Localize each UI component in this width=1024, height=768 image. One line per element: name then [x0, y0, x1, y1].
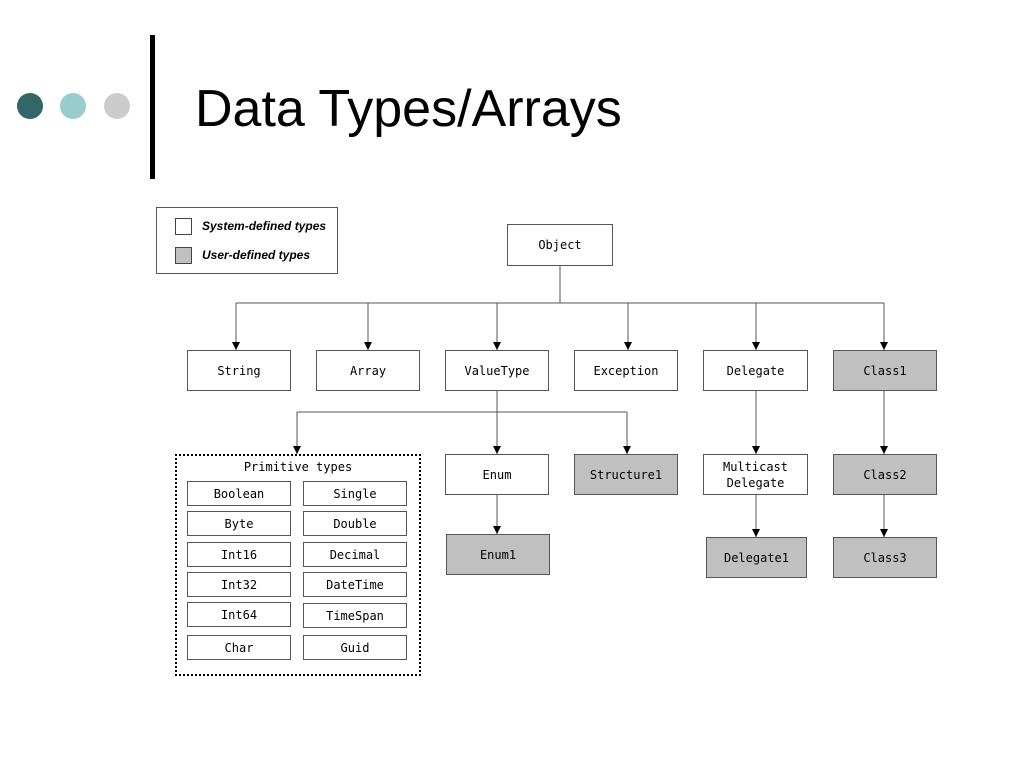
primitive-int32: Int32 — [187, 572, 291, 597]
node-multicast-line1: Multicast — [722, 459, 789, 474]
node-delegate1: Delegate1 — [706, 537, 807, 578]
legend: System-defined types User-defined types — [156, 207, 338, 274]
node-string: String — [187, 350, 291, 391]
primitive-int16: Int16 — [187, 542, 291, 567]
node-array: Array — [316, 350, 420, 391]
primitive-timespan: TimeSpan — [303, 603, 407, 628]
title-divider — [150, 35, 155, 179]
node-enum1: Enum1 — [446, 534, 550, 575]
bullet-dot-gray — [104, 93, 130, 119]
node-class1: Class1 — [833, 350, 937, 391]
node-delegate: Delegate — [703, 350, 808, 391]
primitive-boolean: Boolean — [187, 481, 291, 506]
legend-swatch-system — [175, 218, 192, 235]
primitive-single: Single — [303, 481, 407, 506]
legend-label-system: System-defined types — [202, 219, 327, 233]
primitive-decimal: Decimal — [303, 542, 407, 567]
node-valuetype: ValueType — [445, 350, 549, 391]
node-class3: Class3 — [833, 537, 937, 578]
legend-swatch-user — [175, 247, 192, 264]
node-object: Object — [507, 224, 613, 266]
primitive-char: Char — [187, 635, 291, 660]
node-enum: Enum — [445, 454, 549, 495]
node-multicast-line2: Delegate — [726, 475, 785, 490]
primitive-int64: Int64 — [187, 602, 291, 627]
primitive-types-label: Primitive types — [243, 460, 353, 474]
bullet-dot-teal — [60, 93, 86, 119]
primitive-byte: Byte — [187, 511, 291, 536]
primitive-datetime: DateTime — [303, 572, 407, 597]
primitive-types-group: Primitive types — [175, 454, 421, 676]
node-multicast-delegate: Multicast Delegate — [703, 454, 808, 495]
node-exception: Exception — [574, 350, 678, 391]
primitive-double: Double — [303, 511, 407, 536]
legend-label-user: User-defined types — [202, 248, 311, 262]
primitive-guid: Guid — [303, 635, 407, 660]
slide-title: Data Types/Arrays — [195, 80, 622, 138]
bullet-dot-dark — [17, 93, 43, 119]
node-class2: Class2 — [833, 454, 937, 495]
node-structure1: Structure1 — [574, 454, 678, 495]
